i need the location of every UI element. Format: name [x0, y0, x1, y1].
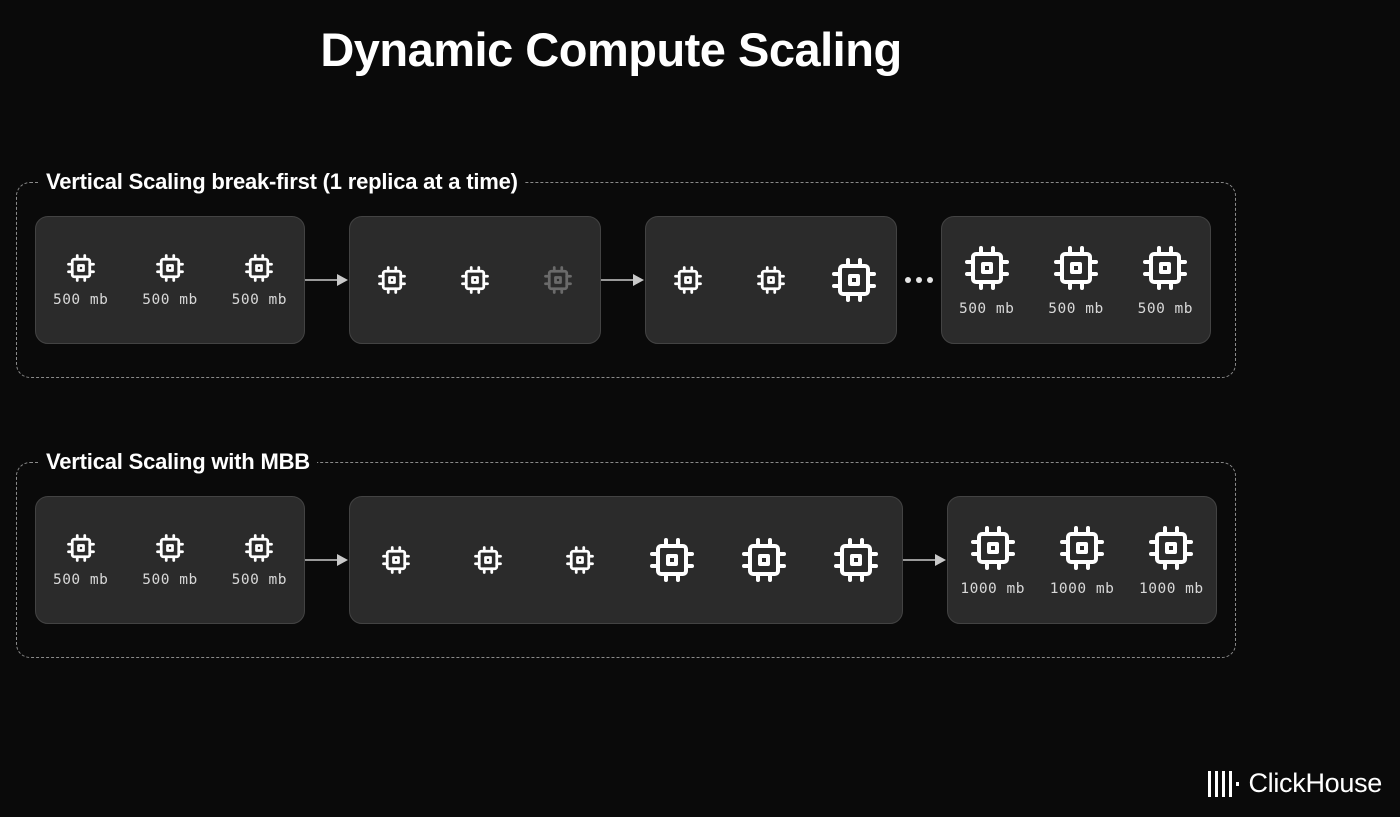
group-break-first: Vertical Scaling break-first (1 replica …: [16, 169, 1236, 378]
cpu-chip-icon: [832, 258, 877, 302]
chip-memory-label: 500 mb: [52, 291, 109, 308]
cpu-chip-icon: [757, 266, 785, 294]
flow-arrow-icon: [305, 274, 349, 286]
replica-chip[interactable]: 500 mb: [125, 253, 214, 308]
replica-chip[interactable]: [433, 265, 516, 295]
replica-chip[interactable]: [718, 536, 810, 584]
cpu-chip-icon: [742, 538, 786, 582]
cpu-chip-icon: [66, 253, 95, 282]
cpu-chip-icon: [461, 266, 489, 294]
clickhouse-logo-icon: [1207, 770, 1240, 797]
replica-chip[interactable]: 500 mb: [215, 253, 304, 308]
logo-bar: [1207, 770, 1212, 797]
replica-chip[interactable]: 1000 mb: [1127, 524, 1216, 597]
stage-card-mbb-stage-2[interactable]: [349, 496, 903, 624]
group-label-break-first: Vertical Scaling break-first (1 replica …: [39, 169, 525, 195]
cpu-chip-icon: [834, 538, 878, 582]
replica-chip[interactable]: 1000 mb: [948, 524, 1037, 597]
chip-memory-label: 500 mb: [231, 571, 288, 588]
cpu-chip-icon: [566, 546, 594, 574]
cpu-chip-icon: [156, 533, 184, 562]
replica-chip[interactable]: [350, 545, 442, 575]
cpu-chip-icon: [382, 546, 410, 574]
logo-bar: [1214, 770, 1219, 797]
cpu-chip-icon: [964, 245, 1009, 290]
cpu-chip-icon: [474, 546, 502, 574]
chip-memory-label: 500 mb: [142, 291, 198, 308]
chip-memory-label: 1000 mb: [1139, 580, 1204, 597]
replica-chip[interactable]: 1000 mb: [1037, 524, 1126, 597]
replica-chip[interactable]: 500 mb: [125, 533, 214, 588]
flow-arrow-icon: [305, 554, 349, 566]
replica-chip[interactable]: [810, 536, 902, 584]
replica-chip[interactable]: [534, 545, 626, 575]
cpu-chip-icon: [1143, 245, 1188, 290]
chip-memory-label: 500 mb: [958, 300, 1015, 317]
replica-chip[interactable]: [646, 265, 729, 295]
group-mbb: Vertical Scaling with MBB 500 mb 500 m: [16, 449, 1236, 658]
cpu-chip-icon: [1059, 525, 1104, 570]
cpu-chip-icon: [1149, 525, 1194, 570]
stage-card-bf-stage-4[interactable]: 500 mb 500 mb 500 mb: [941, 216, 1211, 344]
cpu-chip-icon: [245, 253, 274, 282]
replica-chip[interactable]: 500 mb: [36, 253, 125, 308]
replica-chip[interactable]: [813, 256, 896, 304]
chip-memory-label: 500 mb: [52, 571, 109, 588]
stage-card-bf-stage-2[interactable]: [349, 216, 601, 344]
cpu-chip-icon: [970, 525, 1015, 570]
cpu-chip-icon: [66, 533, 95, 562]
stage-row-mbb: 500 mb 500 mb 500 mb: [17, 463, 1235, 657]
ellipsis-icon: [897, 277, 941, 283]
stage-card-mbb-stage-1[interactable]: 500 mb 500 mb 500 mb: [35, 496, 305, 624]
flow-arrow-icon: [601, 274, 645, 286]
cpu-chip-icon: [245, 533, 274, 562]
replica-chip[interactable]: 500 mb: [36, 533, 125, 588]
cpu-chip-icon: [673, 266, 702, 294]
cpu-chip-icon: [156, 253, 184, 282]
chip-memory-label: 500 mb: [231, 291, 288, 308]
chip-memory-label: 1000 mb: [960, 580, 1025, 597]
stage-card-bf-stage-1[interactable]: 500 mb 500 mb 500 mb: [35, 216, 305, 344]
stage-card-mbb-stage-3[interactable]: 1000 mb 1000 mb 1000 mb: [947, 496, 1217, 624]
replica-chip[interactable]: 500 mb: [942, 244, 1031, 317]
chip-memory-label: 1000 mb: [1049, 580, 1115, 597]
chip-memory-label: 500 mb: [142, 571, 198, 588]
stage-card-bf-stage-3[interactable]: [645, 216, 897, 344]
replica-chip[interactable]: 500 mb: [215, 533, 304, 588]
cpu-chip-icon: [1053, 245, 1098, 290]
logo-bar: [1221, 770, 1226, 797]
replica-chip[interactable]: [729, 265, 812, 295]
replica-chip[interactable]: [626, 536, 718, 584]
replica-chip[interactable]: [517, 265, 600, 295]
flow-arrow-icon: [903, 554, 947, 566]
page-title: Dynamic Compute Scaling: [320, 23, 902, 76]
clickhouse-logo: ClickHouse: [1207, 768, 1382, 799]
clickhouse-wordmark: ClickHouse: [1248, 768, 1382, 798]
logo-bar: [1228, 770, 1233, 797]
replica-chip[interactable]: [442, 545, 534, 575]
logo-dash: [1235, 781, 1240, 786]
replica-chip[interactable]: 500 mb: [1121, 244, 1210, 317]
cpu-chip-icon: [544, 266, 573, 294]
stage-row-break-first: 500 mb 500 mb 500 mb: [17, 183, 1235, 377]
replica-chip[interactable]: 500 mb: [1031, 244, 1120, 317]
chip-memory-label: 500 mb: [1048, 300, 1104, 317]
group-label-mbb: Vertical Scaling with MBB: [39, 449, 317, 475]
replica-chip[interactable]: [350, 265, 433, 295]
cpu-chip-icon: [650, 538, 694, 582]
chip-memory-label: 500 mb: [1137, 300, 1194, 317]
cpu-chip-icon: [377, 266, 406, 294]
